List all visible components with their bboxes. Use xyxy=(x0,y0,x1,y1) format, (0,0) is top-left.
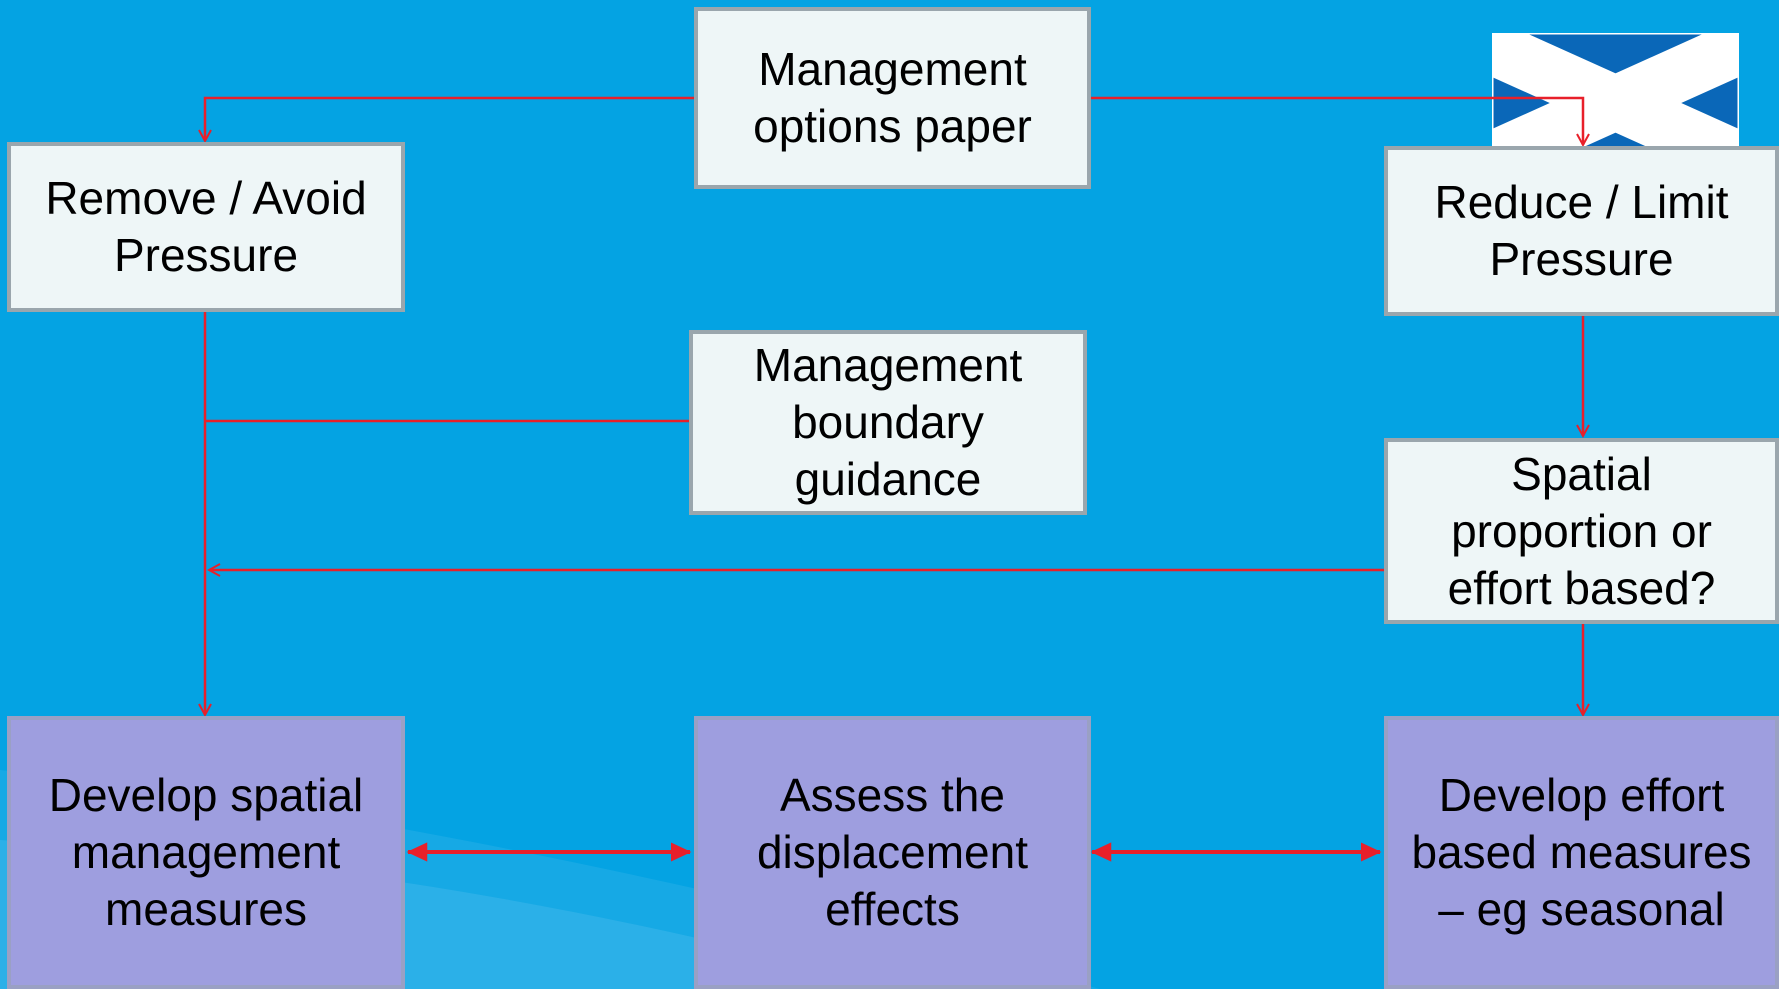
node-reduce-limit-pressure: Reduce / Limit Pressure xyxy=(1384,146,1779,316)
saltire-flag-icon xyxy=(1492,33,1739,148)
node-spatial-or-effort-question: Spatial proportion or effort based? xyxy=(1384,438,1779,624)
node-develop-spatial-measures-label: Develop spatial management measures xyxy=(48,769,364,935)
node-remove-avoid-pressure: Remove / Avoid Pressure xyxy=(7,142,405,312)
node-assess-displacement-effects-label: Assess the displacement effects xyxy=(756,769,1029,935)
node-management-boundary-guidance: Management boundary guidance xyxy=(689,330,1087,515)
node-management-options-paper-label: Management options paper xyxy=(753,43,1032,152)
node-spatial-or-effort-question-label: Spatial proportion or effort based? xyxy=(1447,447,1716,614)
edge-paper-to-reduce xyxy=(1088,96,1583,145)
node-assess-displacement-effects: Assess the displacement effects xyxy=(694,716,1091,989)
node-develop-effort-measures-label: Develop effort based measures – eg seaso… xyxy=(1411,769,1752,935)
node-develop-spatial-measures: Develop spatial management measures xyxy=(7,716,405,989)
node-remove-avoid-pressure-label: Remove / Avoid Pressure xyxy=(45,172,367,281)
node-develop-effort-measures: Develop effort based measures – eg seaso… xyxy=(1384,716,1779,989)
node-management-options-paper: Management options paper xyxy=(694,7,1091,189)
node-management-boundary-guidance-label: Management boundary guidance xyxy=(753,339,1023,505)
edge-paper-to-remove xyxy=(205,96,695,141)
node-reduce-limit-pressure-label: Reduce / Limit Pressure xyxy=(1434,176,1729,285)
